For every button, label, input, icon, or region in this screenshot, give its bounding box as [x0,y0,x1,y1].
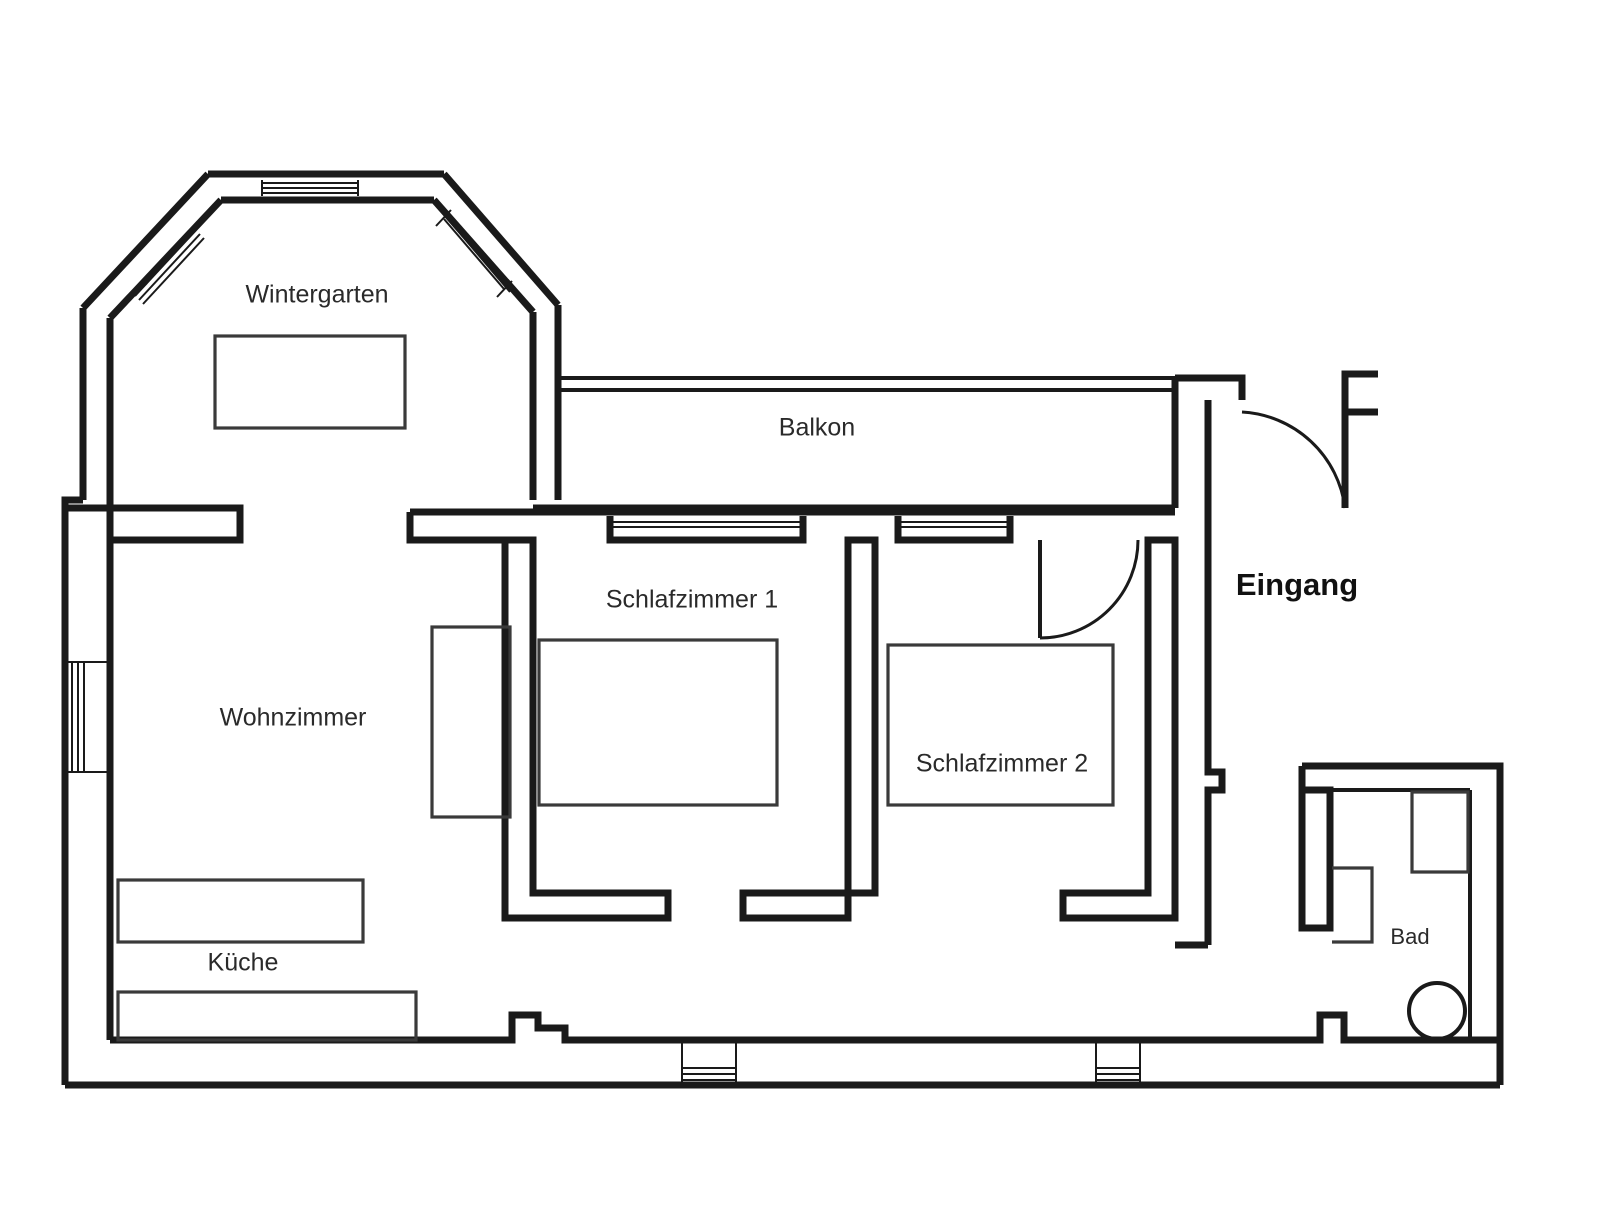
corridor-walls [1175,374,1246,949]
bathtub [1410,790,1470,874]
wohnzimmer-east-partition [501,536,672,922]
round-basin [1407,981,1467,1041]
corridor-west-wall [1204,400,1226,945]
balkon-walls [533,376,1242,512]
counter-kueche-lower [116,990,418,1042]
room-label-kueche: Küche [208,949,279,977]
bed-schlafzimmer-1 [537,638,779,807]
corridor-top-wall [1175,374,1246,400]
schlafzimmer1-east-partition [739,536,879,922]
sink [1332,866,1374,944]
window-bad-south [1095,1042,1141,1085]
room-label-wohnzimmer: Wohnzimmer [220,704,367,732]
window-wohnzimmer-west [67,661,110,773]
exterior-walls [61,170,1500,1089]
south-exterior-wall-inner [110,1011,1500,1044]
eingang-door-group [1241,370,1378,509]
room-label-schlafzimmer-2: Schlafzimmer 2 [916,750,1088,778]
wohnzimmer-north-wall [65,504,244,544]
eingang-door-jamb-upper [1341,370,1378,508]
bad-inner-partition [1298,766,1334,932]
wardrobe-wohnzimmer [430,625,512,819]
room-label-wintergarten: Wintergarten [245,281,388,309]
window-balkon-south-left [606,516,807,544]
room-labels: Wintergarten Balkon Eingang Wohnzimmer S… [208,281,1430,977]
wintergarten-inner-wall-nw-diag [107,197,224,321]
room-label-bad: Bad [1390,924,1429,949]
bed-schlafzimmer-2 [886,643,1115,807]
west-exterior-wall-outer [61,496,83,1085]
window-wintergarten-upper-right [435,209,513,298]
door-schlafzimmer-2-swing [1039,539,1140,640]
room-label-eingang: Eingang [1236,567,1358,602]
schlafzimmer1-walls [739,536,879,922]
counter-kueche-upper [116,878,365,944]
room-label-balkon: Balkon [779,414,855,442]
schlafzimmer2-east-partition [1059,536,1179,922]
bedroom-north-wall [406,508,1175,544]
wintergarten-outer-wall-ne-diag [441,171,561,308]
table-wintergarten [213,334,407,430]
wintergarten-outer-wall-nw-diag [80,171,211,311]
window-wintergarten-upper-left [129,217,208,305]
bedroom-north-wall-thickness [406,512,533,544]
window-balkon-south-right [894,516,1014,544]
bad-walls [1298,762,1504,1085]
window-wintergarten-top [261,180,359,196]
bad-outer-wall [1302,762,1504,1085]
window-kueche-south [681,1042,737,1085]
furniture-group [116,334,1115,1042]
door-eingang-swing [1241,410,1347,509]
room-label-schlafzimmer-1: Schlafzimmer 1 [606,586,778,614]
wohnzimmer-walls [65,504,672,922]
schlafzimmer2-walls [1038,536,1179,922]
